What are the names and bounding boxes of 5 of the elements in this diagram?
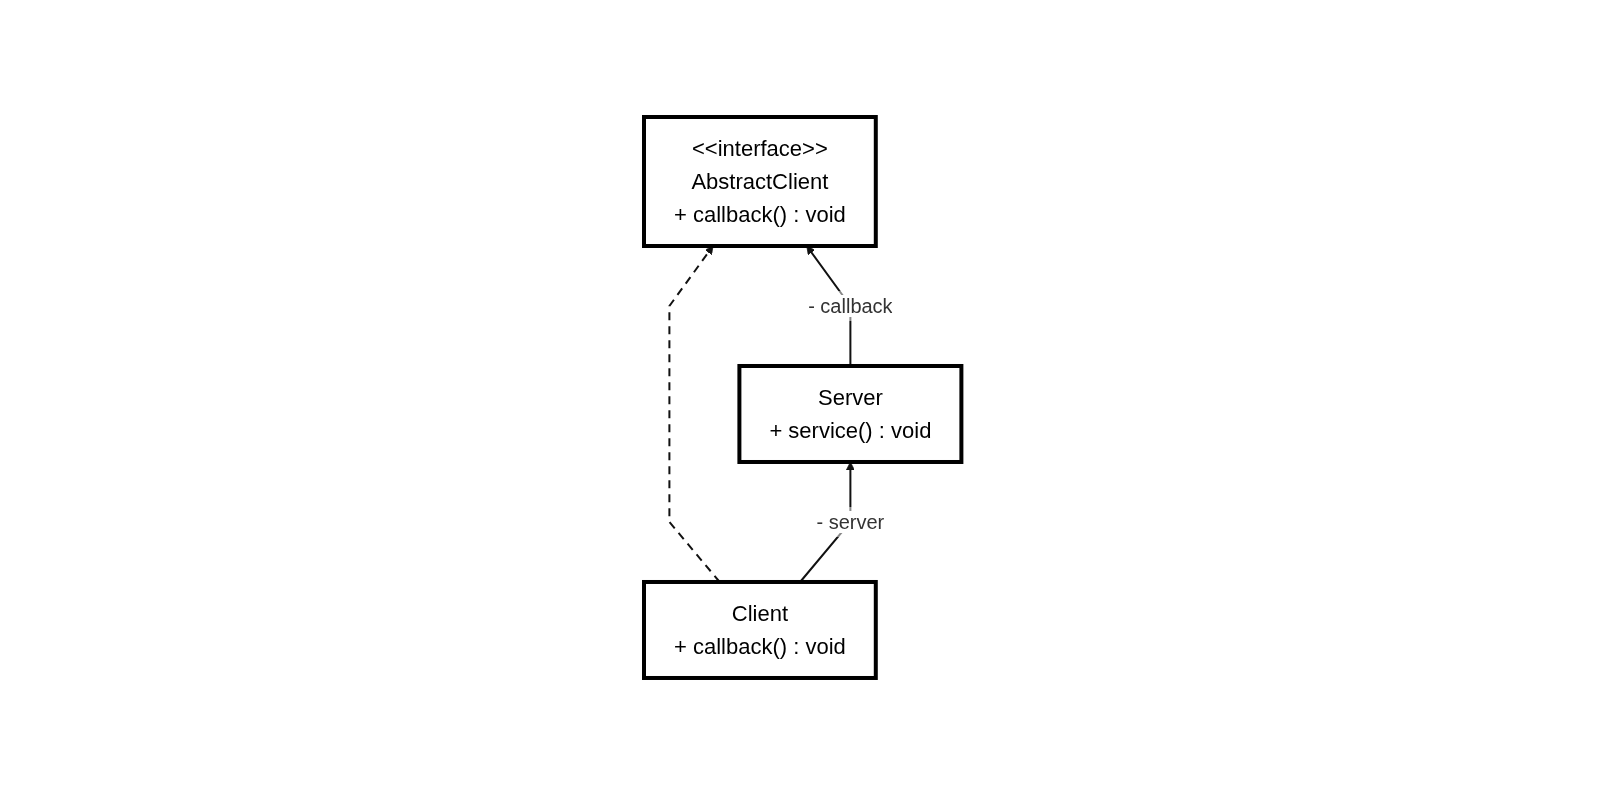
node-box: Server + service() : void <box>737 363 964 464</box>
node-box: Client + callback() : void <box>642 579 879 680</box>
edge-label: - callback <box>808 294 893 317</box>
edge-label: - server <box>816 510 885 533</box>
node-box: <<interface>> AbstractClient + callback() : void <box>642 114 879 248</box>
